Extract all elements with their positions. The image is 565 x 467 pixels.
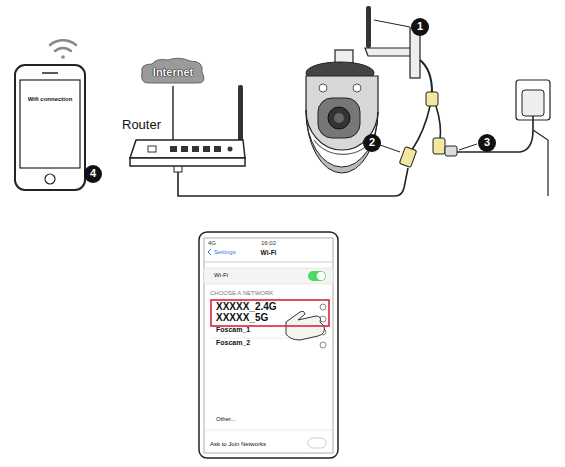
callout-circle <box>84 165 102 183</box>
router-node: Router <box>130 140 245 166</box>
wifi-icon <box>50 40 76 59</box>
highlight-box: XXXXX_2.4GXXXXX_5G <box>211 300 329 326</box>
power-cable <box>452 116 533 152</box>
phone-speaker <box>42 72 58 74</box>
phone-body <box>15 65 85 190</box>
phone-screen <box>204 238 333 453</box>
rj45-socket <box>399 146 416 167</box>
row-separator <box>204 430 333 431</box>
node-text: Foscam_2 <box>216 339 250 347</box>
phone-button <box>45 174 55 184</box>
callout-circle <box>411 18 429 36</box>
toggle-switch <box>308 438 326 448</box>
dc-plug <box>445 146 457 156</box>
phone-node: Wifi connection <box>20 80 80 168</box>
toggle-switch <box>308 271 326 281</box>
nav-separator <box>204 262 333 263</box>
phone-body <box>199 232 338 458</box>
connector-line <box>172 86 173 140</box>
ptz-camera <box>306 6 420 173</box>
node-text: Other... <box>216 416 236 423</box>
power-adapter <box>522 90 544 116</box>
node-text: Ask to Join Networks <box>210 441 266 448</box>
node-text: Foscam_1 <box>216 326 250 334</box>
node-text: Settings <box>214 249 236 256</box>
leader-line <box>374 20 410 27</box>
dc-socket <box>433 138 445 154</box>
node-text: Wi-Fi <box>214 272 228 279</box>
callout-number: 4 <box>84 168 102 179</box>
phone-screen <box>20 80 80 168</box>
node-text: Router <box>122 118 161 132</box>
callout-number: 2 <box>363 137 381 148</box>
wifi-row <box>204 268 333 284</box>
leader-line <box>380 145 400 152</box>
router-node-outline <box>130 140 245 166</box>
node-text: CHOOSE A NETWORK <box>210 290 273 297</box>
node-text: XXXXX_2.4G <box>216 301 277 312</box>
callout-number: 1 <box>411 21 429 32</box>
network-cable <box>178 168 408 196</box>
node-text: XXXXX_5G <box>216 312 268 323</box>
router-antenna <box>238 85 243 145</box>
leader-line <box>459 144 477 150</box>
cloud-node: Internet <box>140 58 206 86</box>
back-chevron <box>208 249 211 255</box>
callout-circle <box>363 134 381 152</box>
node-text: 16:02 <box>261 240 276 247</box>
callout-circle <box>478 134 496 152</box>
cable-splitter <box>426 92 438 106</box>
toggle-knob <box>317 272 326 281</box>
wall-plate <box>516 80 550 120</box>
node-text: Internet <box>153 66 193 78</box>
screen-node: 4G16:02SettingsWi-FiWi-FiCHOOSE A NETWOR… <box>204 238 333 453</box>
node-text: 4G <box>208 240 216 247</box>
node-text: Wi-Fi <box>261 249 277 256</box>
callout-number: 3 <box>478 137 496 148</box>
node-text: Wifi connection <box>28 96 73 103</box>
